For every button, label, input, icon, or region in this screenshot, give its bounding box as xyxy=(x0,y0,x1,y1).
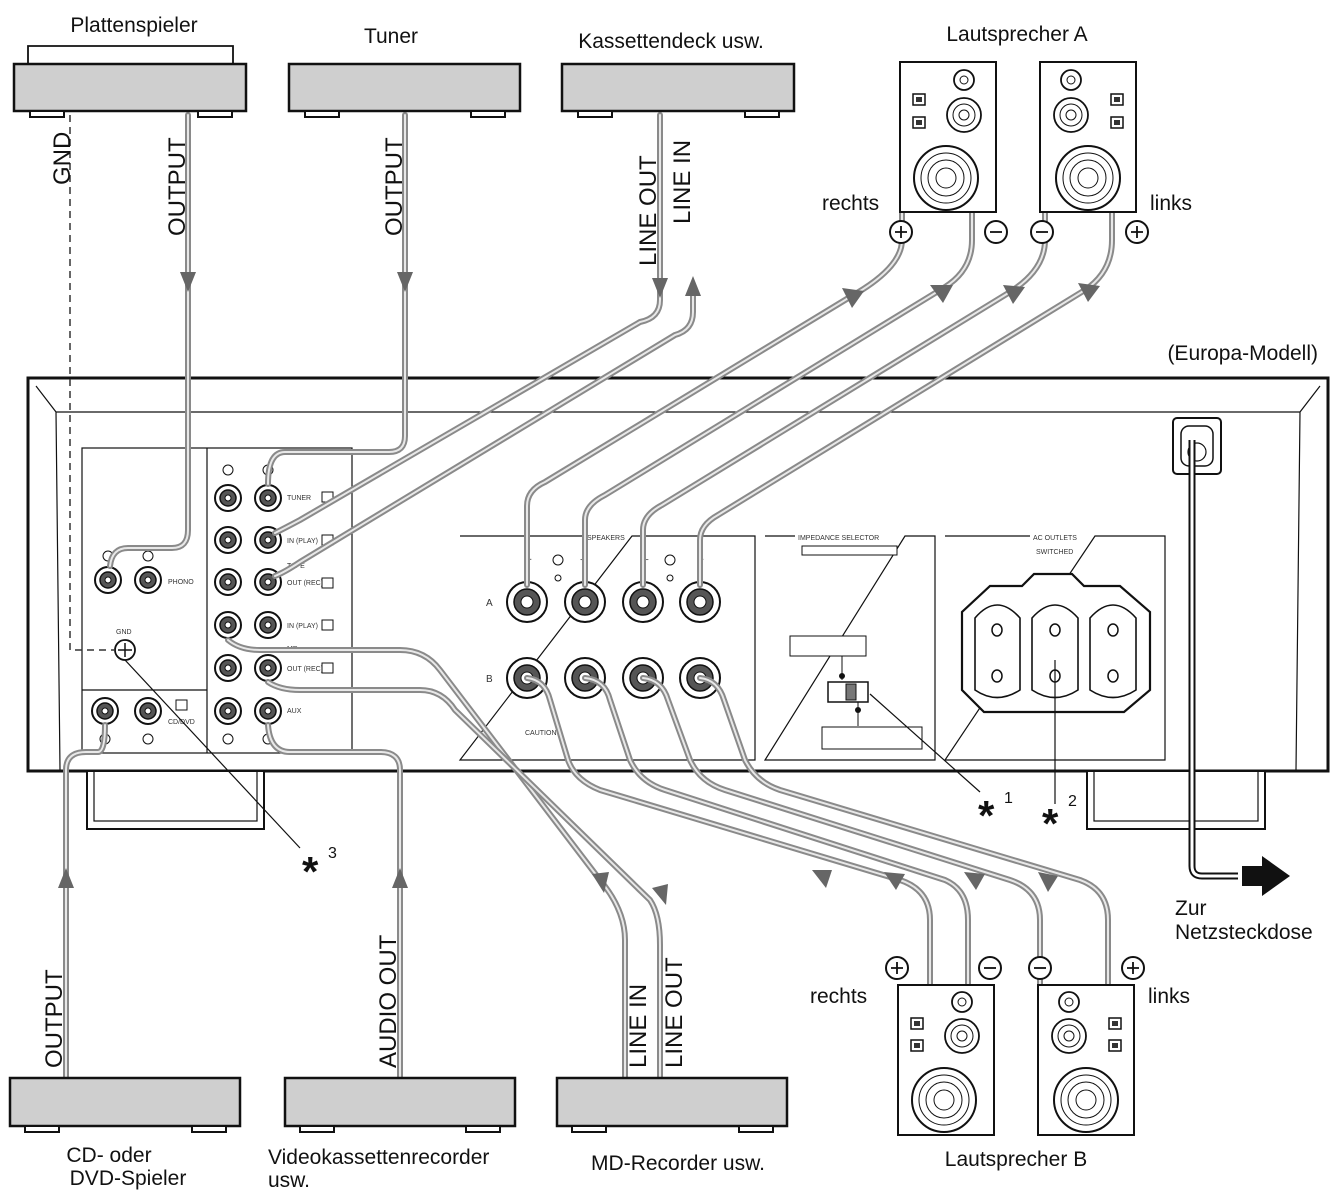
phono-jacks: PHONO xyxy=(94,550,194,594)
turntable-output-label: OUTPUT xyxy=(164,137,191,236)
note-2-sup: 2 xyxy=(1068,793,1077,810)
speakers-panel-label: SPEAKERS xyxy=(587,535,625,542)
cd-label-line1: CD- oder xyxy=(66,1144,151,1167)
speaker-a-right-label: rechts xyxy=(822,192,879,215)
speaker-b-right xyxy=(897,984,995,1136)
speaker-b-row-label: B xyxy=(486,674,493,685)
cassette-deck xyxy=(560,62,796,118)
vcr-label-line1: Videokassettenrecorder xyxy=(268,1146,489,1169)
vcr-label-line2: usw. xyxy=(268,1169,310,1192)
cd-dvd-jacks: CD/DVD xyxy=(91,697,195,745)
md-label: MD-Recorder usw. xyxy=(591,1152,765,1175)
speaker-a-title: Lautsprecher A xyxy=(946,23,1087,46)
tuner-output-label: OUTPUT xyxy=(381,137,408,236)
cassette-line-in-label: LINE IN xyxy=(669,140,696,224)
speaker-a-right xyxy=(899,61,997,213)
video-recorder xyxy=(283,1076,517,1133)
speaker-b-title: Lautsprecher B xyxy=(945,1148,1087,1171)
turntable-label: Plattenspieler xyxy=(70,14,197,37)
md-line-out-label: LINE OUT xyxy=(661,957,688,1068)
md-line-in-label: LINE IN xyxy=(625,984,652,1068)
impedance-selector-label: IMPEDANCE SELECTOR xyxy=(798,535,879,542)
gnd-panel-label: GND xyxy=(116,629,132,636)
phono-label: PHONO xyxy=(168,579,194,586)
power-arrow-icon xyxy=(1242,856,1290,896)
speaker-b-left-label: links xyxy=(1148,985,1190,1008)
note-3-sup: 3 xyxy=(328,845,337,862)
md-out-label: OUT (REC) xyxy=(287,666,323,673)
tuner xyxy=(287,62,522,118)
vcr-audio-out-label: AUDIO OUT xyxy=(375,934,402,1068)
cd-label-line2: DVD-Spieler xyxy=(70,1167,187,1190)
speaker-a-terminals xyxy=(889,220,1149,244)
model-label: (Europa-Modell) xyxy=(1167,342,1318,365)
cd-output-label: OUTPUT xyxy=(41,969,68,1068)
tuner-panel-label: TUNER xyxy=(287,495,311,502)
amp-foot-right xyxy=(1086,770,1266,830)
speaker-a-left-label: links xyxy=(1150,192,1192,215)
turntable xyxy=(12,45,248,118)
aux-panel-label: AUX xyxy=(287,708,302,715)
note-1-mark: * xyxy=(978,792,995,839)
cd-dvd-label: CD/DVD xyxy=(168,719,195,726)
md-in-label: IN (PLAY) xyxy=(287,623,318,630)
cd-dvd-player xyxy=(8,1076,242,1133)
amp-foot-left xyxy=(86,770,265,830)
amplifier-rear-panel: PHONO GND CD/DVD xyxy=(26,376,1330,830)
tape-in-label: IN (PLAY) xyxy=(287,538,318,545)
power-label-line1: Zur xyxy=(1175,897,1207,920)
input-jack-columns: TUNER IN (PLAY) TAPE OUT (REC) IN (PLAY)… xyxy=(214,464,334,745)
power-label-line2: Netzsteckdose xyxy=(1175,921,1313,944)
impedance-selector: IMPEDANCE SELECTOR xyxy=(763,535,936,761)
speaker-b-right-label: rechts xyxy=(810,985,867,1008)
tape-out-label: OUT (REC) xyxy=(287,580,323,587)
turntable-gnd-label: GND xyxy=(49,132,76,185)
note-3-mark: * xyxy=(302,848,319,895)
tuner-label: Tuner xyxy=(364,25,418,48)
note-1-sup: 1 xyxy=(1004,790,1013,807)
speaker-b-left xyxy=(1037,984,1135,1136)
note-2-mark: * xyxy=(1042,800,1059,847)
speaker-a-left xyxy=(1039,61,1137,213)
md-recorder xyxy=(555,1076,789,1133)
ac-outlets-label: AC OUTLETS xyxy=(1033,535,1077,542)
ac-outlets: AC OUTLETS SWITCHED xyxy=(943,535,1166,761)
ac-switched-label: SWITCHED xyxy=(1036,549,1073,556)
speaker-a-row-label: A xyxy=(486,598,493,609)
caution-label: CAUTION xyxy=(525,730,557,737)
power-inlet xyxy=(1172,417,1222,475)
speaker-b-terminals xyxy=(885,956,1145,980)
signal-arrows xyxy=(58,272,1290,905)
cassette-label: Kassettendeck usw. xyxy=(578,30,764,53)
cassette-line-out-label: LINE OUT xyxy=(635,155,662,266)
